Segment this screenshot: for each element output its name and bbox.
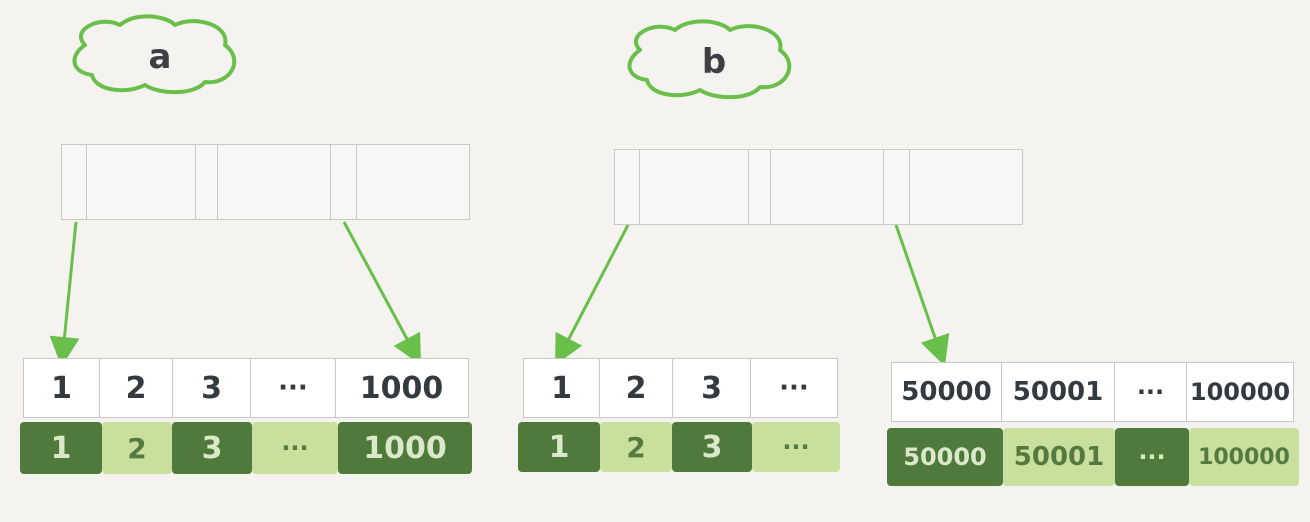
node-key-slot: [86, 144, 196, 220]
leaf-value: 3: [172, 422, 252, 474]
node-pointer-slot: [747, 149, 772, 225]
arrow-a-left: [49, 221, 80, 367]
leaf-key: 1: [22, 358, 101, 418]
leaf-value: 2: [600, 422, 672, 472]
index-b-internal-node: [613, 149, 1023, 225]
node-key-slot: [639, 149, 749, 225]
cloud-b-outline: [627, 19, 792, 100]
leaf-value: 1: [518, 422, 600, 472]
leaf-value: 50001: [1003, 428, 1115, 486]
index-a-leaf-keys: 1 2 3 ··· 1000: [22, 358, 469, 418]
node-key-slot: [217, 144, 331, 220]
leaf-value: 100000: [1189, 428, 1299, 486]
leaf-value: 2: [102, 422, 172, 474]
cloud-a-label: a: [148, 37, 172, 77]
node-key-slot: [770, 149, 884, 225]
node-pointer-slot: [60, 144, 88, 220]
leaf-key: ···: [1113, 362, 1188, 422]
leaf-key: 50001: [1001, 362, 1115, 422]
index-b-right-leaf-keys: 50000 50001 ··· 100000: [890, 362, 1294, 422]
arrow-b-right: [894, 224, 950, 367]
leaf-key: ···: [750, 358, 838, 418]
index-b-right-leaf-values: 50000 50001 ··· 100000: [887, 428, 1299, 486]
node-pointer-slot: [329, 144, 358, 220]
leaf-value: 1: [20, 422, 102, 474]
arrow-a-right: [342, 221, 422, 366]
leaf-key: 3: [671, 358, 752, 418]
leaf-value: ···: [252, 422, 338, 474]
leaf-value: 1000: [338, 422, 472, 474]
index-a-leaf-values: 1 2 3 ··· 1000: [20, 422, 472, 474]
leaf-key: 1: [522, 358, 601, 418]
leaf-value: ···: [1115, 428, 1189, 486]
leaf-value: ···: [752, 422, 840, 472]
leaf-key: 100000: [1186, 362, 1294, 422]
leaf-value: 3: [672, 422, 752, 472]
leaf-value: 50000: [887, 428, 1003, 486]
leaf-key: 3: [171, 358, 252, 418]
node-key-slot: [909, 149, 1023, 225]
node-pointer-slot: [194, 144, 219, 220]
leaf-key: 50000: [890, 362, 1003, 422]
leaf-key: ···: [250, 358, 336, 418]
leaf-key: 2: [99, 358, 173, 418]
index-b-left-leaf-values: 1 2 3 ···: [518, 422, 840, 472]
cloud-a-outline: [72, 14, 237, 95]
arrow-b-left: [555, 224, 630, 366]
leaf-key: 1000: [334, 358, 469, 418]
cloud-b-label: b: [701, 42, 727, 82]
node-pointer-slot: [613, 149, 641, 225]
node-pointer-slot: [882, 149, 911, 225]
index-b-left-leaf-keys: 1 2 3 ···: [522, 358, 838, 418]
leaf-key: 2: [599, 358, 673, 418]
node-key-slot: [356, 144, 470, 220]
index-a-internal-node: [60, 144, 470, 220]
